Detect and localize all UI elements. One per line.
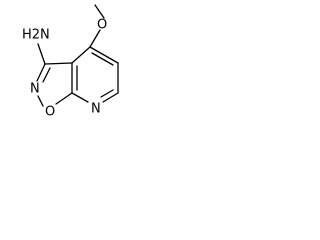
molecule-drawing: H2N O N O N (22, 4, 119, 120)
bond-c3-n-inner (42, 67, 51, 83)
bond-n-o (37, 95, 44, 107)
bond-npy-c7a (71, 92, 89, 103)
bond-c4-c5 (89, 46, 119, 64)
bond-c3a-c4 (71, 46, 91, 64)
bond-c3a-c3 (44, 62, 73, 65)
isoxazole-nitrogen-label: N (30, 82, 40, 97)
amine-label: H2N (22, 28, 50, 43)
bond-c3-n (36, 63, 46, 82)
bond-c4-c5-inner (91, 52, 114, 66)
bond-c6-npy (102, 92, 119, 103)
bond-o-c4 (89, 29, 101, 48)
bond-methyl-o (94, 4, 105, 19)
structure-canvas: H2N O N O N (0, 0, 145, 152)
pyridine-nitrogen-label: N (91, 102, 101, 117)
bond-o-c7a (55, 92, 73, 105)
methoxy-oxygen-label: O (97, 18, 107, 33)
bond-c6-npy-inner (100, 89, 114, 98)
bond-c3-nh2 (37, 43, 46, 65)
ring-oxygen-label: O (45, 105, 55, 120)
